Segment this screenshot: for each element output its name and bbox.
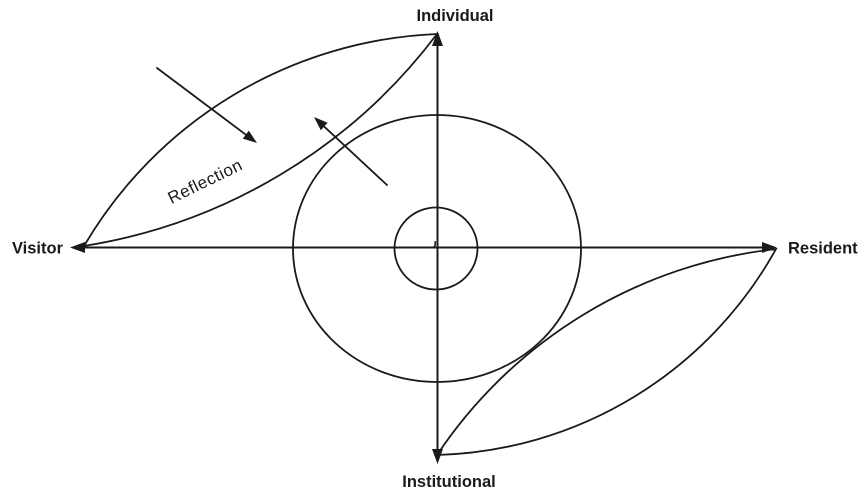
up-left-arrow-line xyxy=(321,124,388,186)
down-right-arrowhead-icon xyxy=(242,130,257,143)
resident-institutional-lens-shape xyxy=(436,247,778,456)
up-left-arrowhead-icon xyxy=(314,117,328,131)
reflection-lens-shape xyxy=(83,33,439,247)
diagram-labels: Individual Institutional Visitor Residen… xyxy=(12,7,858,491)
origin-tick xyxy=(432,241,437,249)
top-arrowhead-icon xyxy=(432,31,443,46)
diagram-linework xyxy=(70,31,778,464)
axis-label-individual: Individual xyxy=(416,7,493,25)
axis-label-visitor: Visitor xyxy=(12,240,64,258)
axis-label-resident: Resident xyxy=(788,240,858,258)
axis-label-institutional: Institutional xyxy=(402,473,496,491)
down-right-arrow-line xyxy=(156,67,249,138)
left-arrowhead-icon xyxy=(70,242,85,253)
bottom-arrowhead-icon xyxy=(432,449,443,464)
outer-circle xyxy=(292,114,582,383)
inner-circle xyxy=(393,206,479,291)
